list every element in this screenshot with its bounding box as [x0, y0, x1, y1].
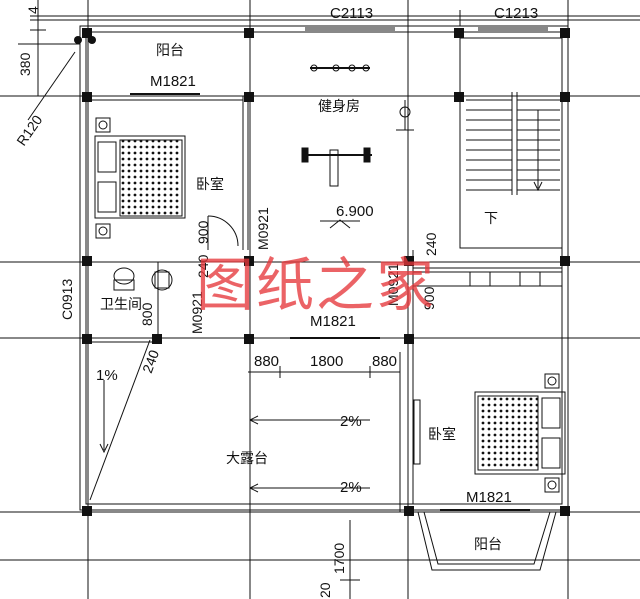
room-label-bedroom-right: 卧室	[428, 427, 456, 443]
level-mark: 6.900	[336, 203, 374, 220]
stair-treads	[466, 99, 560, 191]
dim-20: 20	[317, 582, 333, 598]
wardrobe	[413, 272, 562, 287]
dim-800: 800	[139, 302, 155, 326]
dim-880-left: 880	[254, 353, 280, 370]
door-label-m1821-mid: M1821	[310, 313, 356, 330]
door-label-m0921-a: M0921	[255, 207, 271, 250]
outer-wall	[79, 25, 569, 511]
radius-leader	[27, 51, 76, 121]
room-label-big-terrace: 大露台	[226, 451, 268, 467]
window-label-c0913: C0913	[59, 278, 75, 320]
room-label-gym: 健身房	[318, 99, 360, 115]
dim-900-a: 900	[195, 220, 211, 244]
room-label-bathroom: 卫生间	[100, 297, 142, 313]
room-label-balcony-top: 阳台	[156, 43, 184, 59]
watermark: 图纸之家	[196, 251, 437, 319]
dim-4: 4	[25, 6, 41, 14]
window-label-c2113: C2113	[330, 5, 374, 22]
room-label-bedroom-left: 卧室	[196, 177, 224, 193]
slope-label-2: 2%	[340, 479, 362, 496]
door-label-m1821-top: M1821	[150, 73, 196, 90]
slope-label-1: 2%	[340, 413, 362, 430]
bed-left	[94, 135, 186, 219]
door-label-m1821-bottom: M1821	[466, 489, 512, 506]
bed-right	[474, 391, 566, 475]
window-label-c1213: C1213	[494, 5, 539, 22]
dim-1800: 1800	[310, 353, 344, 370]
stair-down-label: 下	[484, 211, 498, 227]
columns	[74, 28, 570, 516]
dim-880-right: 880	[372, 353, 398, 370]
dim-1700: 1700	[331, 542, 347, 574]
dim-380: 380	[17, 52, 33, 76]
slope-label-left: 1%	[96, 367, 118, 384]
room-label-balcony-bottom: 阳台	[474, 537, 502, 553]
